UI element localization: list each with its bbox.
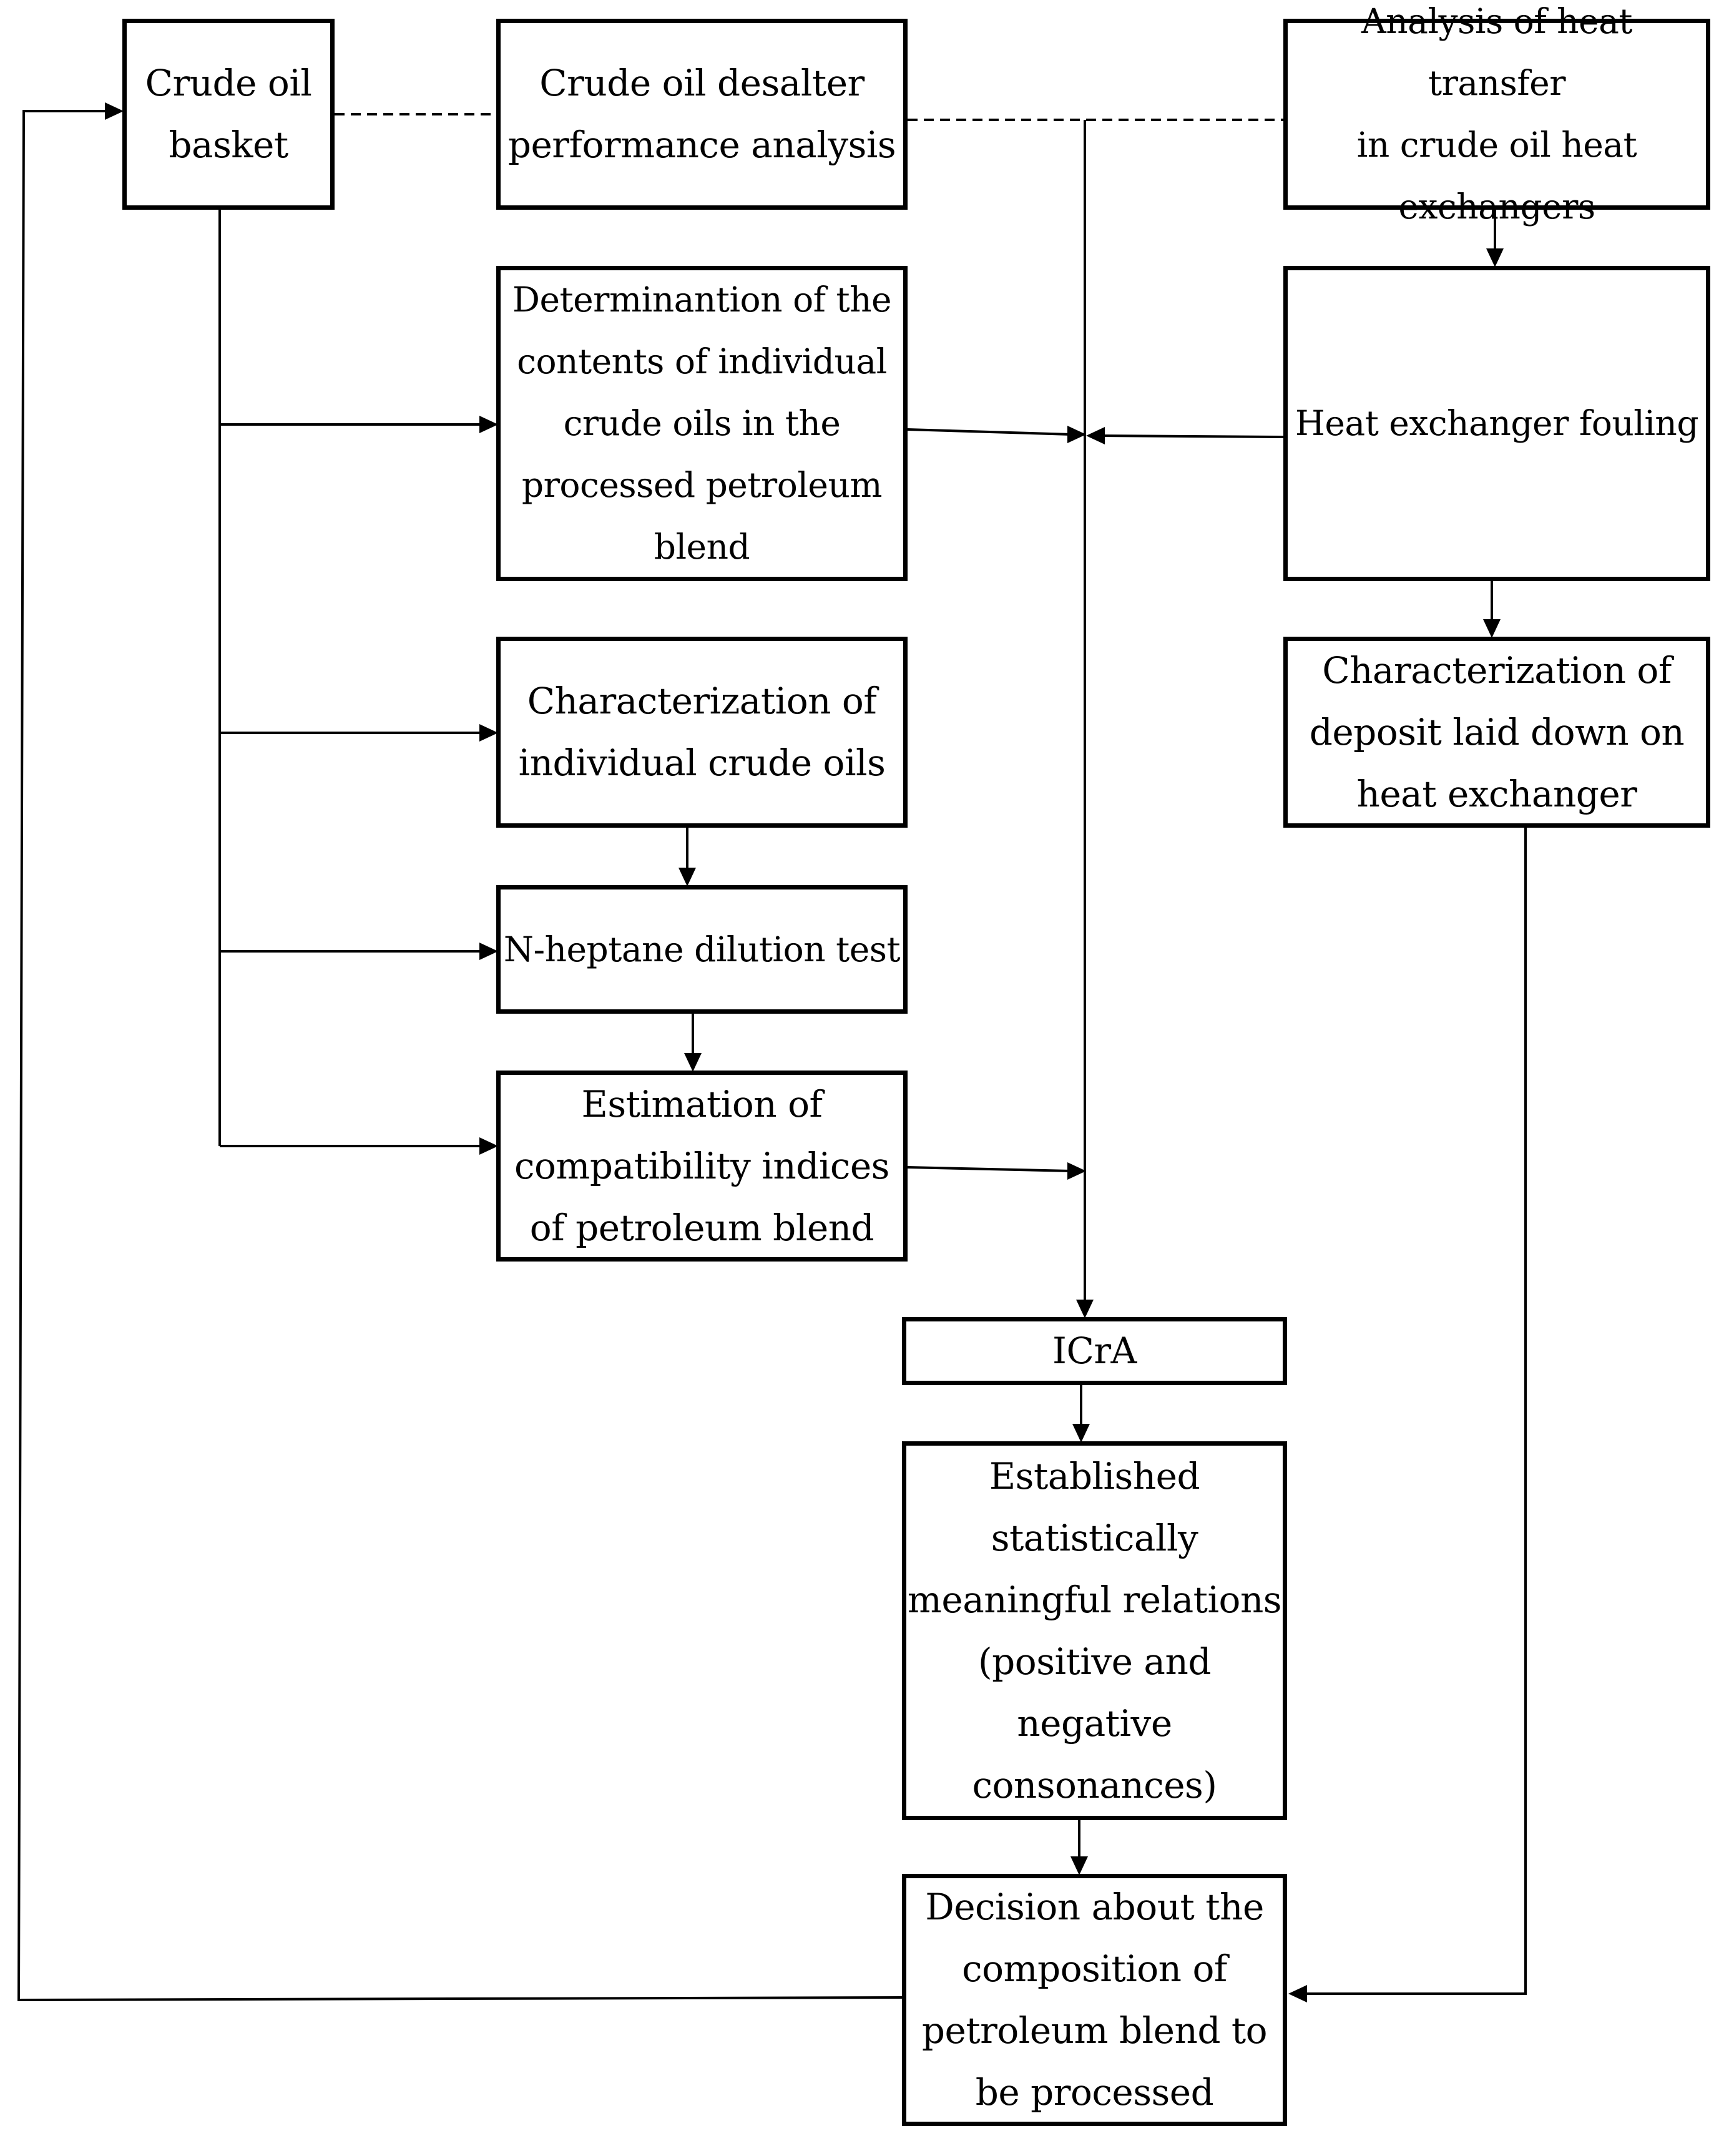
n-heptane-test-box: N-heptane dilution test bbox=[496, 885, 908, 1014]
icra-box: ICrA bbox=[902, 1317, 1287, 1385]
compatibility-indices-label: Estimation of compatibility indices of p… bbox=[514, 1082, 889, 1249]
arrowhead-icra bbox=[1076, 1300, 1094, 1318]
arrowhead-basket bbox=[105, 102, 124, 120]
compatibility-indices-box: Estimation of compatibility indices of p… bbox=[496, 1071, 908, 1262]
characterization-crude-oils-box: Characterization of individual crude oil… bbox=[496, 637, 908, 828]
arrowhead-compatibility bbox=[479, 1137, 498, 1155]
arrow-determination-to-center bbox=[907, 428, 1072, 436]
arrowhead-relations bbox=[1072, 1424, 1090, 1443]
icra-label: ICrA bbox=[1052, 1330, 1137, 1372]
arrowhead-compatibility-center bbox=[1067, 1162, 1086, 1180]
arrowhead-decision-right bbox=[1288, 1985, 1307, 2002]
arrowhead-decision bbox=[1070, 1856, 1088, 1875]
arrowhead-characterization bbox=[479, 724, 498, 742]
desalter-analysis-label: Crude oil desalter performance analysis bbox=[507, 62, 896, 166]
desalter-analysis-box: Crude oil desalter performance analysis bbox=[496, 19, 908, 210]
arrowhead-fouling bbox=[1486, 248, 1504, 267]
heat-exchanger-fouling-box: Heat exchanger fouling bbox=[1283, 266, 1710, 581]
characterization-deposit-label: Characterization of deposit laid down on… bbox=[1309, 649, 1685, 815]
arrow-compatibility-to-center bbox=[907, 1166, 1072, 1172]
characterization-crude-oils-label: Characterization of individual crude oil… bbox=[518, 680, 886, 784]
n-heptane-test-label: N-heptane dilution test bbox=[503, 929, 901, 969]
determination-contents-box: Determinantion of the contents of indivi… bbox=[496, 266, 908, 581]
arrowhead-n-heptane-down bbox=[678, 868, 696, 886]
arrowhead-deposit bbox=[1483, 619, 1501, 638]
arrowhead-determination-center bbox=[1067, 426, 1086, 443]
arrowhead-determination bbox=[479, 416, 498, 433]
arrow-fouling-to-center bbox=[1099, 434, 1284, 438]
decision-composition-box: Decision about the composition of petrol… bbox=[902, 1874, 1287, 2126]
statistical-relations-label: Established statistically meaningful rel… bbox=[907, 1454, 1282, 1806]
heat-exchanger-fouling-label: Heat exchanger fouling bbox=[1295, 403, 1699, 443]
arrow-deposit-to-decision bbox=[1303, 828, 1527, 1995]
arrowhead-compatibility-down bbox=[684, 1053, 702, 1072]
statistical-relations-box: Established statistically meaningful rel… bbox=[902, 1441, 1287, 1820]
arrowhead-fouling-center bbox=[1086, 427, 1105, 444]
characterization-deposit-box: Characterization of deposit laid down on… bbox=[1283, 637, 1710, 828]
decision-composition-label: Decision about the composition of petrol… bbox=[921, 1886, 1268, 2114]
crude-oil-basket-box: Crude oil basket bbox=[122, 19, 335, 210]
heat-transfer-analysis-box: Analysis of heat transfer in crude oil h… bbox=[1283, 1, 1710, 227]
feedback-loop-line bbox=[17, 110, 903, 2002]
determination-contents-label: Determinantion of the contents of indivi… bbox=[512, 280, 892, 567]
arrowhead-n-heptane bbox=[479, 943, 498, 960]
crude-oil-basket-label: Crude oil basket bbox=[145, 62, 312, 166]
heat-transfer-analysis-label: Analysis of heat transfer in crude oil h… bbox=[1356, 1, 1637, 227]
